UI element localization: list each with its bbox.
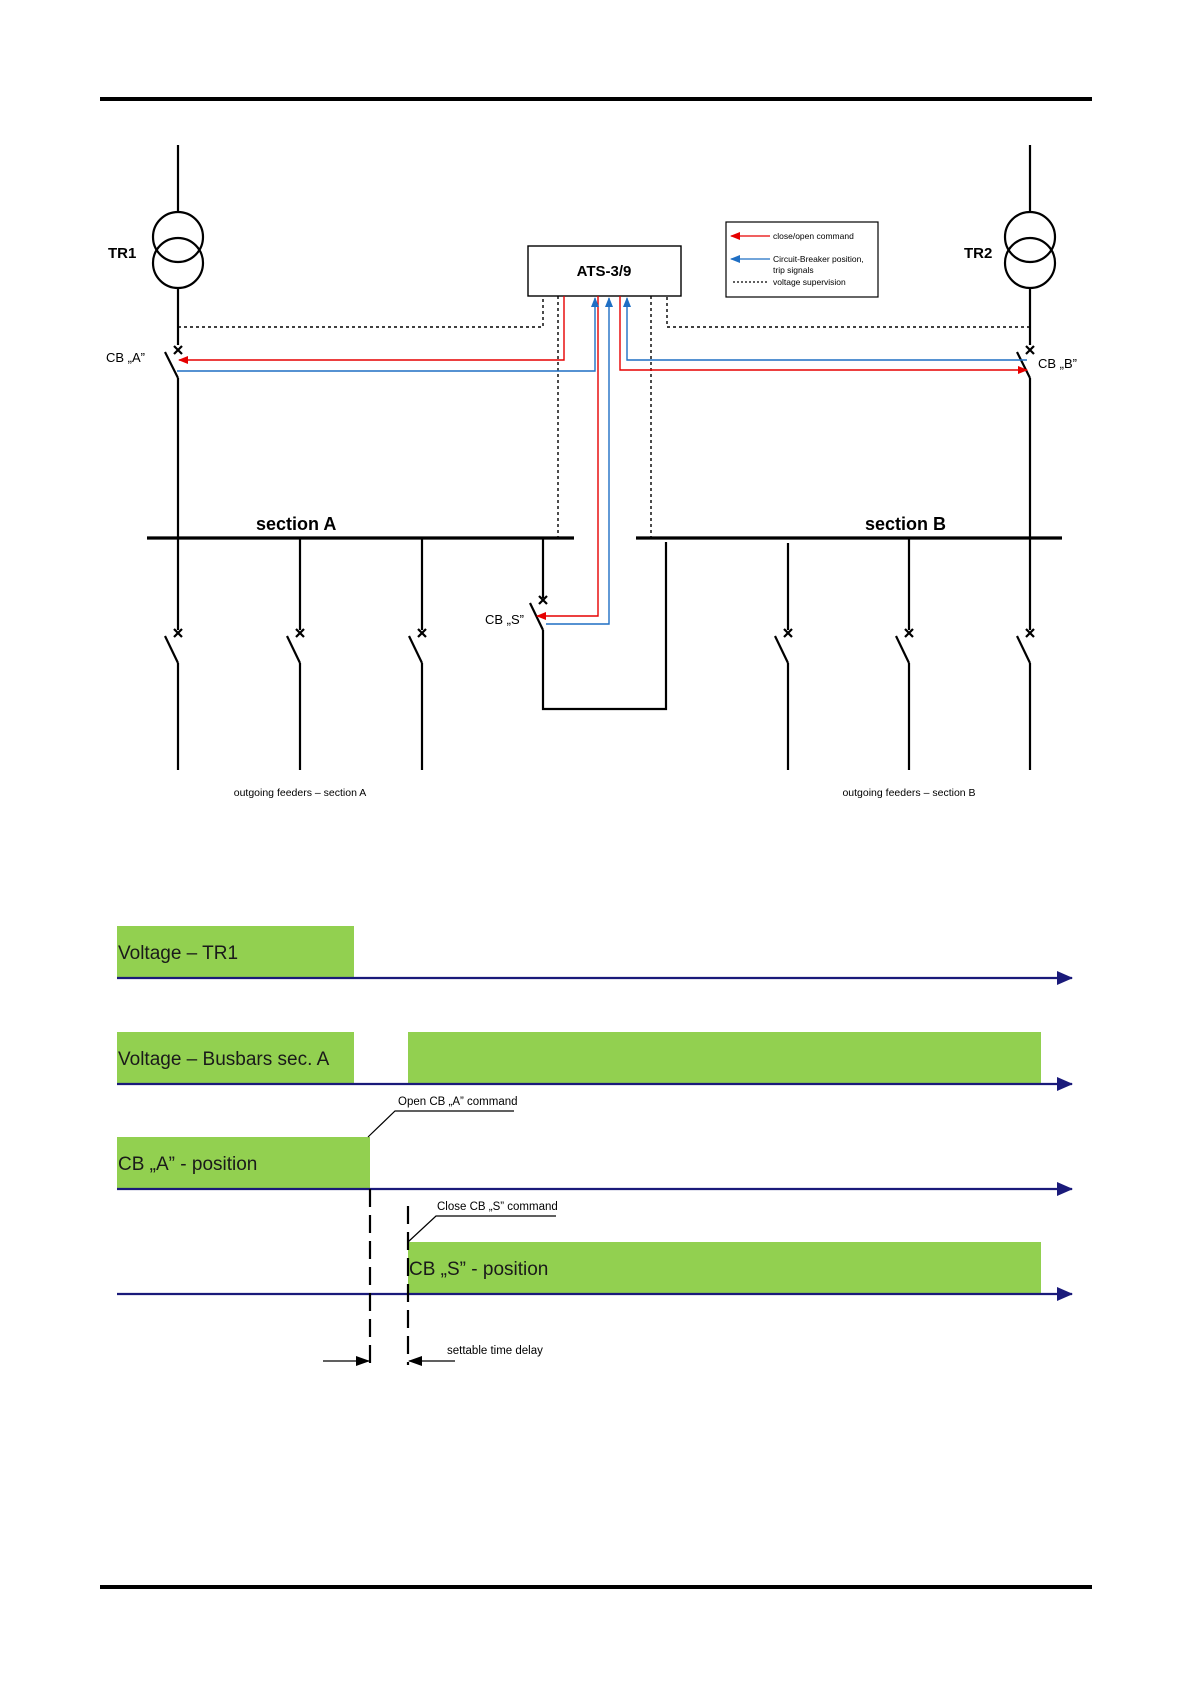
label-feeders-a: outgoing feeders – section A	[234, 787, 367, 799]
bar-cb-a-position	[117, 1137, 370, 1189]
row-label-voltage-busbars: Voltage – Busbars sec. A	[118, 1049, 330, 1070]
legend-voltage-supervision: voltage supervision	[773, 277, 846, 287]
label-cb-s: CB „S”	[485, 612, 524, 627]
bar-voltage-tr1	[117, 926, 354, 978]
legend-cb-position-1: Circuit-Breaker position,	[773, 254, 864, 264]
label-cb-a: CB „A”	[106, 350, 145, 365]
breaker-cb-a	[164, 345, 183, 538]
label-section-a: section A	[256, 514, 336, 534]
single-line-diagram	[147, 145, 1062, 770]
row-label-voltage-tr1: Voltage – TR1	[118, 943, 238, 964]
bar-voltage-busbars-1	[117, 1032, 354, 1084]
feeders-section-b	[774, 538, 1035, 770]
callout-close-cb-s	[407, 1215, 556, 1243]
label-section-b: section B	[865, 514, 946, 534]
label-cb-b: CB „B”	[1038, 356, 1077, 371]
timing-diagram: Voltage – TR1 Voltage – Busbars sec. A C…	[117, 926, 1073, 1366]
label-settable-delay: settable time delay	[447, 1345, 543, 1357]
label-close-cb-s: Close CB „S” command	[437, 1201, 558, 1213]
position-lines	[177, 297, 1027, 625]
label-feeders-b: outgoing feeders – section B	[842, 787, 975, 799]
feeders-section-a	[164, 538, 427, 770]
command-lines	[178, 296, 1028, 620]
row-label-cb-a-position: CB „A” - position	[118, 1154, 257, 1175]
transformer-tr1	[151, 145, 205, 345]
row-label-cb-s-position: CB „S” - position	[409, 1259, 548, 1280]
legend-cb-position-2: trip signals	[773, 265, 814, 275]
ats-device-box	[527, 245, 682, 297]
bar-cb-s-position	[408, 1242, 1041, 1294]
label-tr2: TR2	[964, 245, 992, 262]
label-tr1: TR1	[108, 245, 136, 262]
transformer-tr2	[1003, 145, 1057, 345]
label-open-cb-a: Open CB „A” command	[398, 1096, 518, 1108]
callout-open-cb-a	[367, 1110, 514, 1138]
breaker-cb-b	[1016, 345, 1035, 538]
voltage-supervision-lines	[178, 296, 1030, 538]
label-ats: ATS-3/9	[577, 263, 632, 280]
legend-close-open: close/open command	[773, 231, 854, 241]
bar-voltage-busbars-2	[408, 1032, 1041, 1084]
